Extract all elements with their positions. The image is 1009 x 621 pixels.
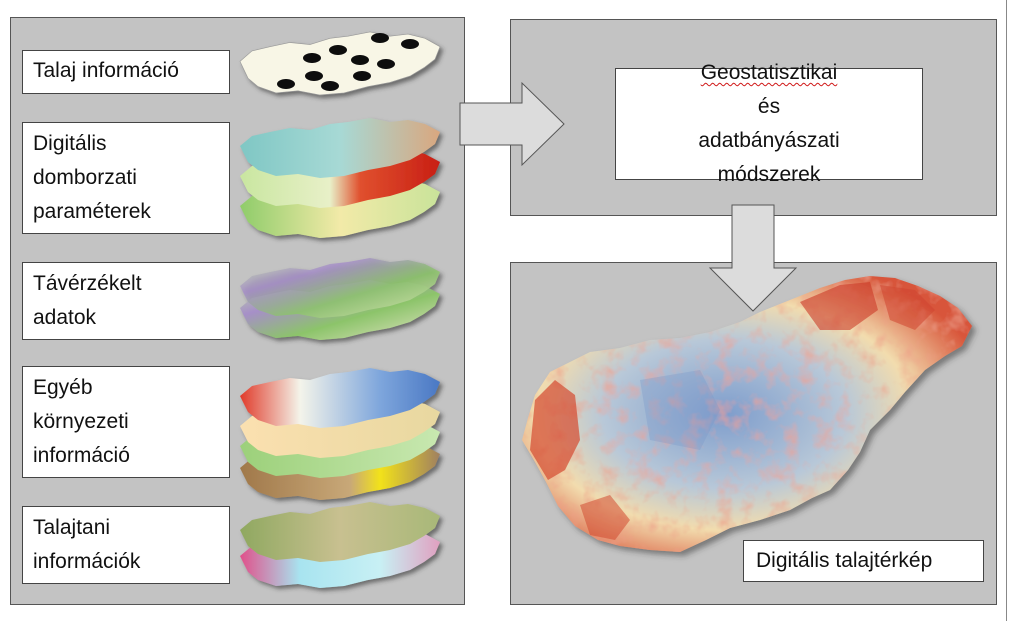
input-label-terrain: Digitális domborzati paraméterek bbox=[22, 122, 230, 234]
arrow-down-icon bbox=[708, 204, 798, 312]
input-label-line: információk bbox=[33, 550, 141, 573]
input-label-line: adatok bbox=[33, 306, 97, 329]
methods-line-1: Geostatisztikai és bbox=[624, 56, 914, 124]
methods-word-geostat: Geostatisztikai bbox=[700, 61, 838, 84]
input-label-pedology: Talajtani információk bbox=[22, 506, 230, 584]
input-label-line: paraméterek bbox=[33, 200, 151, 223]
methods-line-2: adatbányászati bbox=[698, 129, 840, 152]
output-label-text: Digitális talajtérkép bbox=[756, 549, 933, 572]
input-label-environment: Egyéb környezeti információ bbox=[22, 366, 230, 478]
methods-box: Geostatisztikai és adatbányászati módsze… bbox=[615, 61, 923, 186]
input-label-line: információ bbox=[33, 444, 130, 467]
input-label-soil-info: Talaj információ bbox=[22, 50, 230, 94]
methods-word-and: és bbox=[757, 95, 781, 118]
input-label-line: Digitális bbox=[33, 132, 107, 155]
methods-line-3: módszerek bbox=[717, 163, 821, 186]
input-label-line: domborzati bbox=[33, 166, 137, 189]
input-label-remote-sensing: Távérzékelt adatok bbox=[22, 262, 230, 340]
input-label-line: Talaj információ bbox=[33, 59, 179, 82]
input-label-line: Egyéb bbox=[33, 376, 93, 399]
input-label-line: környezeti bbox=[33, 410, 129, 433]
arrow-right-icon bbox=[459, 81, 565, 167]
soil-map-hungary bbox=[522, 276, 972, 552]
input-label-line: Talajtani bbox=[33, 516, 111, 539]
soil-points-map bbox=[239, 31, 441, 96]
output-label: Digitális talajtérkép bbox=[743, 540, 984, 582]
input-label-line: Távérzékelt bbox=[33, 272, 142, 295]
page-edge-divider bbox=[1006, 0, 1007, 621]
